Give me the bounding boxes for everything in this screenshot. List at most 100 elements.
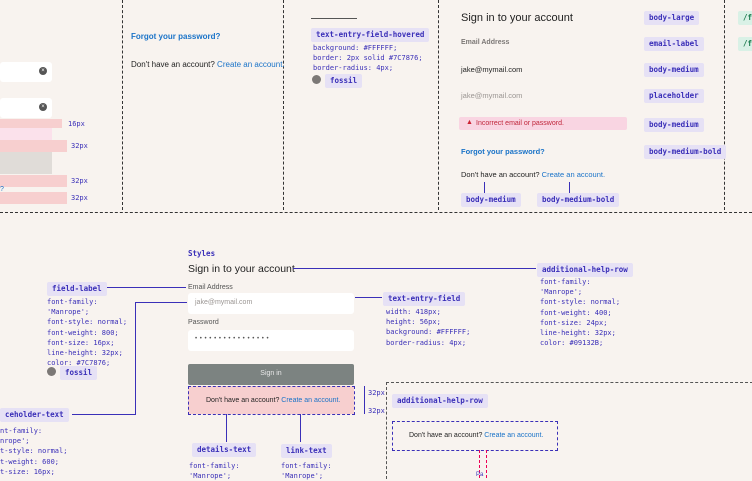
- no-account-row: Don't have an account? Create an account…: [131, 60, 285, 69]
- tag-bottom-body-medium-bold: body-medium-bold: [537, 193, 620, 207]
- measure-tick: [364, 386, 365, 414]
- measure-32px-b: 32px: [368, 407, 385, 415]
- placeholder-connector-h2: [72, 414, 136, 415]
- bottom-signin-title: Sign in to your account: [188, 263, 295, 275]
- placeholder-connector-h1: [135, 302, 187, 303]
- link-code: font-family: 'Manrope';: [281, 462, 332, 481]
- help-no-account: Don't have an account?: [206, 397, 280, 404]
- tag-field-label: field-label: [47, 282, 107, 296]
- tag-body-medium-2: body-medium: [644, 118, 704, 132]
- measure-32px-a: 32px: [368, 389, 385, 397]
- tag-body-medium-1: body-medium: [644, 63, 704, 77]
- measure-16px: 16px: [68, 120, 85, 128]
- password-input[interactable]: • • • • • • • • • • • • • • • •: [188, 330, 354, 351]
- help-row-spacing: [188, 386, 354, 414]
- help-create-link[interactable]: Create an account.: [281, 397, 341, 404]
- text-entry-connector: [355, 297, 382, 298]
- column-divider-3: [438, 0, 439, 210]
- fossil-swatch-2: [47, 367, 56, 376]
- field-label-connector: [101, 287, 186, 288]
- tag-additional-help-row: additional-help-row: [537, 263, 633, 277]
- link-connector: [300, 414, 301, 442]
- forgot-password-link[interactable]: Forgot your password?: [131, 32, 221, 41]
- sign-in-label: Sign in: [260, 370, 282, 377]
- placeholder-code: nt-family: nrope'; t-style: normal; t-we…: [0, 427, 68, 476]
- signin-title: Sign in to your account: [461, 12, 573, 24]
- bottom-email-label: Email Address: [188, 284, 233, 291]
- bottom-cut-label: Pa: [476, 472, 484, 478]
- field-state-1[interactable]: [0, 62, 52, 82]
- measure-32px-1: 32px: [71, 142, 88, 150]
- password-dots: • • • • • • • • • • • • • • • •: [195, 336, 270, 342]
- tag-edge-2: /fc: [738, 37, 752, 51]
- error-text: Incorrect email or password.: [476, 119, 564, 127]
- connector-line: [484, 182, 485, 193]
- create-account-link-2[interactable]: Create an account.: [541, 170, 606, 179]
- tag-fossil: fossil: [325, 74, 363, 88]
- help-panel-text: Don't have an account? Create an account…: [409, 432, 543, 439]
- no-account-row-2: Don't have an account? Create an account…: [461, 170, 605, 179]
- tag-edge-1: /fc: [738, 11, 752, 25]
- measure-32px-2: 32px: [71, 177, 88, 185]
- email-input-placeholder: jake@mymail.com: [195, 299, 253, 306]
- fossil-swatch: [312, 75, 321, 84]
- tag-body-large: body-large: [644, 11, 700, 25]
- column-divider-2: [283, 0, 284, 210]
- styles-heading: Styles: [188, 249, 216, 258]
- clear-icon[interactable]: ×: [39, 103, 47, 111]
- tag-placeholder: placeholder: [644, 89, 704, 103]
- clear-icon[interactable]: ×: [39, 67, 47, 75]
- spacing-highlight-1: [0, 119, 62, 128]
- no-account-text-2: Don't have an account?: [461, 170, 540, 179]
- field-state-2[interactable]: [0, 98, 52, 118]
- tag-placeholder-text: ceholder-text: [0, 408, 69, 422]
- help-row-outline: [188, 386, 355, 415]
- tag-details-text: details-text: [192, 443, 257, 457]
- tag-text-entry-field: text-entry-field: [383, 292, 466, 306]
- help-panel-marker: [479, 450, 487, 478]
- help-panel-box: [392, 421, 558, 451]
- question-glyph: ?: [0, 186, 4, 193]
- spacing-highlight-2: [0, 140, 67, 152]
- tag-fossil-2: fossil: [60, 366, 98, 380]
- tag-link-text: link-text: [281, 444, 332, 458]
- tag-body-medium-bold: body-medium-bold: [644, 145, 727, 159]
- tag-email-label: email-label: [644, 37, 704, 51]
- warning-icon: ▲: [466, 119, 473, 126]
- connector-line: [569, 182, 570, 193]
- create-account-link[interactable]: Create an account.: [217, 60, 285, 69]
- field-label-code: font-family: 'Manrope'; font-style: norm…: [47, 298, 128, 368]
- help-panel-outline: [386, 382, 752, 479]
- hovered-field-underline: [311, 18, 357, 19]
- spacing-highlight-4: [0, 192, 67, 204]
- text-entry-code: width: 418px; height: 56px; background: …: [386, 308, 471, 347]
- email-label: Email Address: [461, 39, 510, 46]
- forgot-password-link-2[interactable]: Forgot your password?: [461, 147, 545, 156]
- measure-32px-3: 32px: [71, 194, 88, 202]
- spacing-highlight-3: [0, 175, 67, 187]
- sign-in-button[interactable]: Sign in: [188, 364, 354, 385]
- details-connector: [226, 414, 227, 442]
- help-row-code: font-family: 'Manrope'; font-style: norm…: [540, 278, 621, 348]
- password-label: Password: [188, 319, 219, 326]
- email-placeholder: jake@mymail.com: [461, 91, 523, 100]
- email-input[interactable]: jake@mymail.com: [188, 293, 354, 314]
- no-account-text: Don't have an account?: [131, 60, 215, 69]
- pink-light-bar: [0, 128, 52, 140]
- column-divider-1: [122, 0, 123, 210]
- placeholder-connector-v: [135, 302, 136, 415]
- help-panel-create-link[interactable]: Create an account.: [484, 432, 544, 439]
- title-connector: [293, 268, 536, 269]
- gray-button-stub: [0, 152, 52, 174]
- tag-additional-help-row-2: additional-help-row: [392, 394, 488, 408]
- section-divider: [0, 212, 752, 213]
- tag-bottom-body-medium: body-medium: [461, 193, 521, 207]
- column-divider-4: [724, 0, 725, 210]
- tag-text-entry-field-hovered: text-entry-field-hovered: [311, 28, 430, 42]
- help-row-text: Don't have an account? Create an account…: [206, 397, 340, 404]
- help-panel-no-account: Don't have an account?: [409, 432, 483, 439]
- error-banner: ▲ Incorrect email or password.: [459, 117, 627, 130]
- email-value: jake@mymail.com: [461, 65, 523, 74]
- details-code: font-family: 'Manrope';: [189, 462, 240, 481]
- hovered-field-code: background: #FFFFFF; border: 2px solid #…: [313, 44, 423, 73]
